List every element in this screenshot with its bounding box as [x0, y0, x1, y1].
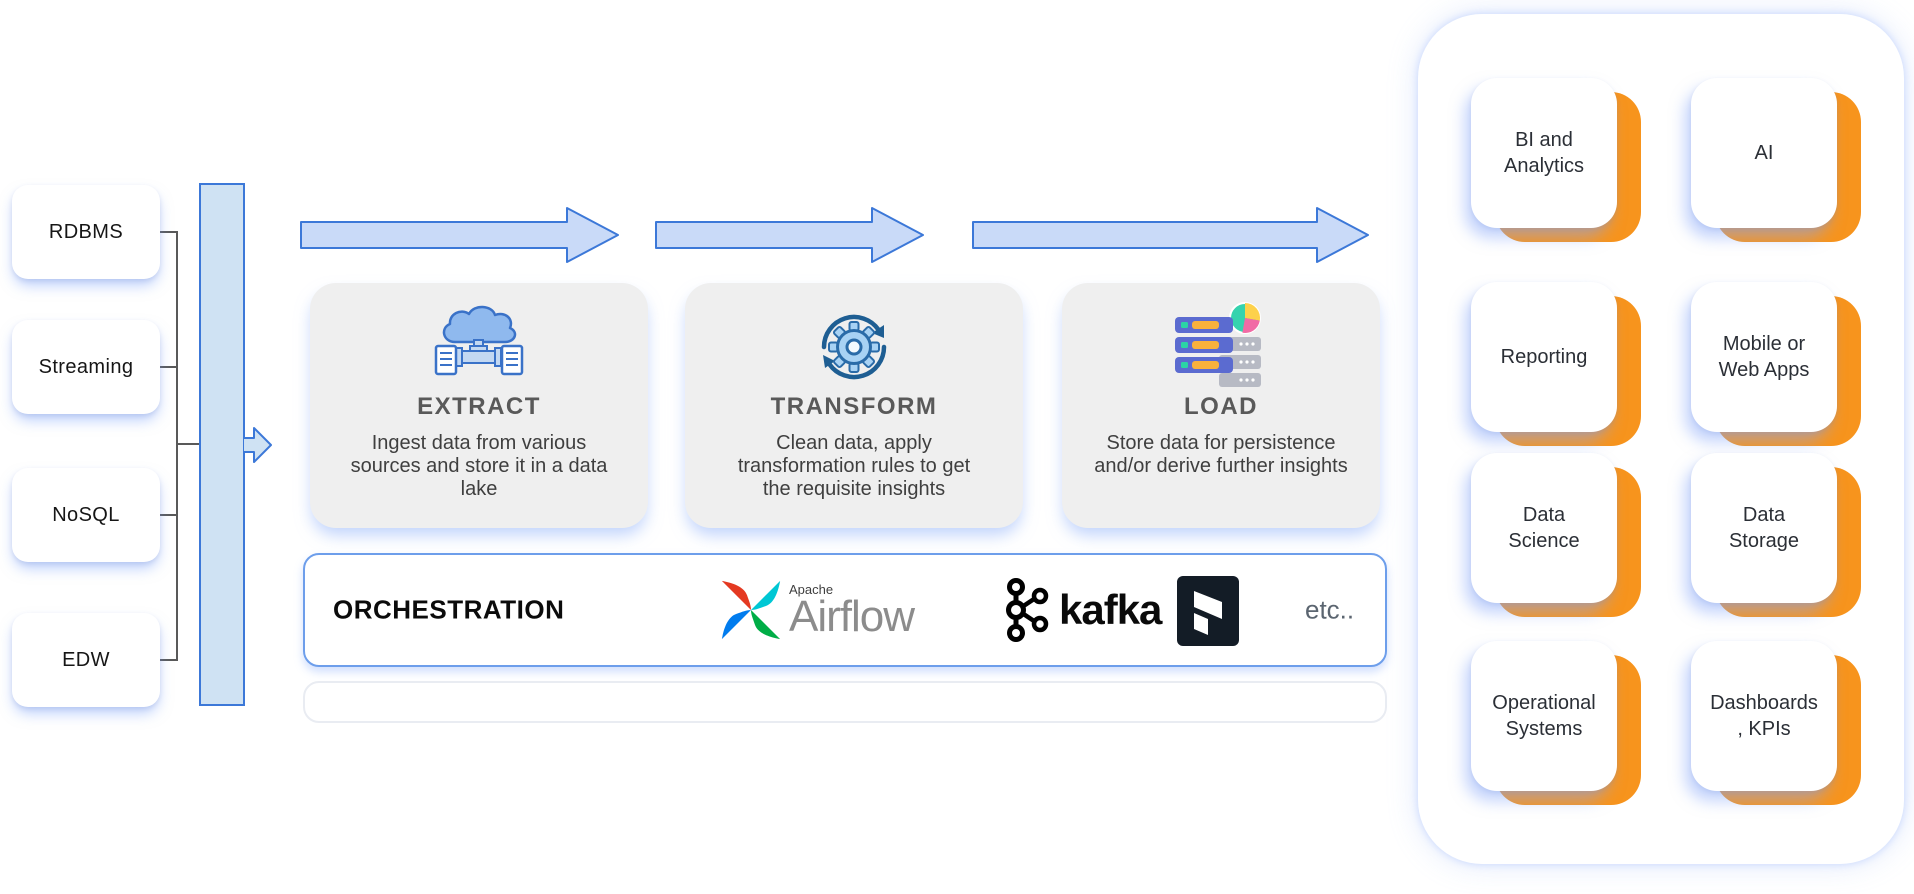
- source-label: NoSQL: [52, 503, 120, 526]
- secondary-bar: [303, 681, 1387, 723]
- kafka-name-text: kafka: [1059, 586, 1162, 633]
- destination-card-mobile-web: Mobile or Web Apps: [1691, 282, 1837, 432]
- destination-label: Dashboards , KPIs: [1710, 692, 1818, 740]
- airflow-brand-text: Apache: [789, 582, 834, 598]
- collector-arrow-icon: [243, 427, 272, 463]
- destination-card-reporting: Reporting: [1471, 282, 1617, 432]
- destination-label: AI: [1754, 142, 1774, 164]
- source-box-nosql: NoSQL: [12, 468, 160, 562]
- destination-card-dashboards-kpis: Dashboards , KPIs: [1691, 641, 1837, 791]
- prefect-logo-icon: [1177, 576, 1239, 646]
- source-label: RDBMS: [48, 220, 124, 243]
- collector-bar: [199, 183, 245, 706]
- destination-label: Data Storage: [1728, 504, 1800, 552]
- destination-card-bi-analytics: BI and Analytics: [1471, 78, 1617, 228]
- source-box-rdbms: RDBMS: [12, 185, 160, 279]
- destination-label: Operational Systems: [1492, 692, 1596, 740]
- destination-card-operational: Operational Systems: [1471, 641, 1617, 791]
- gear-sync-icon: [812, 301, 896, 389]
- destinations-panel: BI and Analytics AI Reporting Mobile or …: [1418, 14, 1904, 864]
- connector-line: [160, 231, 177, 233]
- connector-trunk: [176, 231, 178, 661]
- connector-line: [160, 514, 177, 516]
- source-box-streaming: Streaming: [12, 320, 160, 414]
- source-label: Streaming: [38, 355, 134, 378]
- destination-label: Data Science: [1508, 504, 1580, 552]
- destination-card-data-storage: Data Storage: [1691, 453, 1837, 603]
- source-label: EDW: [62, 648, 110, 671]
- airflow-pinwheel-icon: [721, 580, 781, 640]
- stage-title: EXTRACT: [417, 393, 541, 420]
- flow-arrow-icon: [300, 207, 619, 263]
- source-box-edw: EDW: [12, 613, 160, 707]
- destination-label: BI and Analytics: [1503, 129, 1585, 177]
- stage-transform: TRANSFORM Clean data, apply transformati…: [685, 283, 1023, 528]
- connector-line: [178, 443, 199, 445]
- orchestration-label: ORCHESTRATION: [333, 594, 565, 625]
- stage-description: Clean data, apply transformation rules t…: [737, 432, 971, 501]
- orchestration-bar: ORCHESTRATION Apache Airflow: [303, 553, 1387, 667]
- connector-line: [160, 659, 177, 661]
- etc-label: etc..: [1305, 594, 1355, 625]
- destination-card-ai: AI: [1691, 78, 1837, 228]
- flow-arrow-icon: [655, 207, 924, 263]
- destination-label: Mobile or Web Apps: [1718, 333, 1810, 381]
- flow-arrow-icon: [972, 207, 1369, 263]
- server-stack-pie-icon: [1171, 301, 1271, 389]
- stage-title: TRANSFORM: [770, 393, 938, 420]
- airflow-name-text: Airflow: [789, 592, 915, 642]
- stage-extract: EXTRACT Ingest data from various sources…: [310, 283, 648, 528]
- cloud-data-pipeline-icon: [431, 301, 527, 389]
- destination-label: Reporting: [1500, 346, 1588, 368]
- stage-description: Ingest data from various sources and sto…: [350, 432, 608, 501]
- stage-title: LOAD: [1184, 393, 1258, 420]
- stage-description: Store data for persistence and/or derive…: [1094, 432, 1348, 478]
- kafka-icon: [1006, 578, 1049, 642]
- stage-load: LOAD Store data for persistence and/or d…: [1062, 283, 1380, 528]
- airflow-logo: Apache Airflow: [717, 576, 915, 644]
- kafka-logo: kafka: [1003, 577, 1162, 643]
- destination-card-data-science: Data Science: [1471, 453, 1617, 603]
- connector-line: [160, 366, 177, 368]
